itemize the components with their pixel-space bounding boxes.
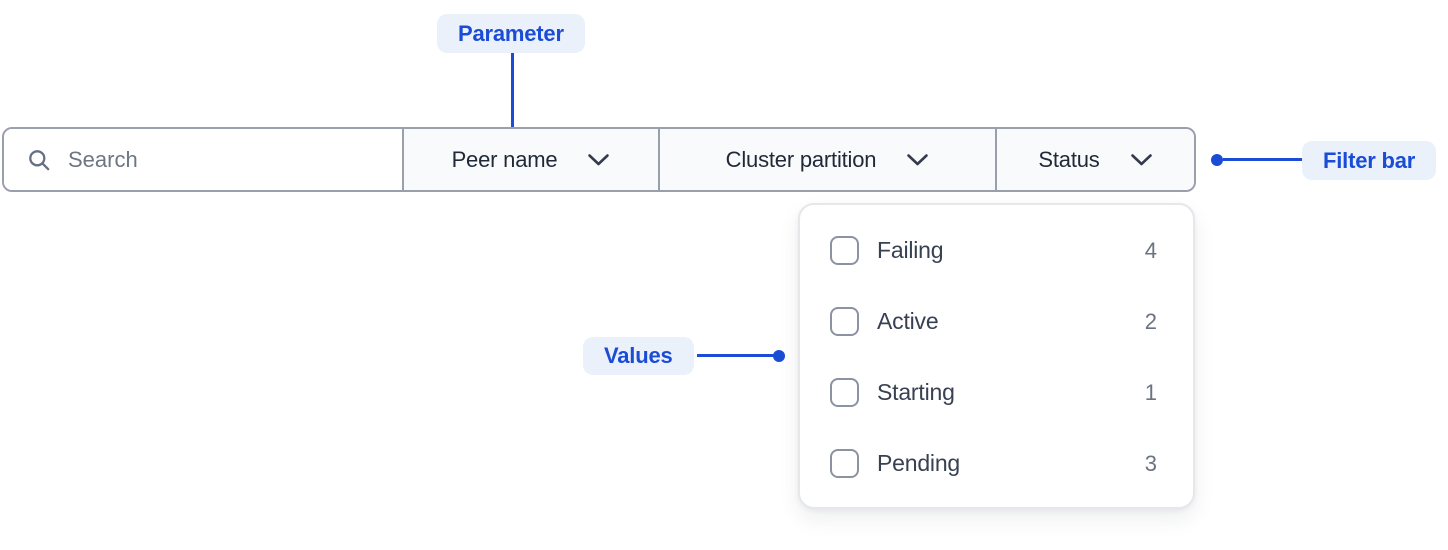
option-count: 3 xyxy=(1144,450,1157,476)
annotation-badge-parameter: Parameter xyxy=(437,14,585,53)
dropdown-label: Peer name xyxy=(451,146,558,172)
option-label: Starting xyxy=(877,379,955,405)
option-label: Failing xyxy=(877,237,944,263)
dropdown-label: Cluster partition xyxy=(725,146,877,172)
dropdown-option-failing[interactable]: Failing 4 xyxy=(800,215,1193,286)
option-label: Pending xyxy=(877,450,961,476)
option-count: 1 xyxy=(1144,379,1157,405)
annotation-label: Filter bar xyxy=(1323,147,1416,173)
dropdown-option-pending[interactable]: Pending 3 xyxy=(800,428,1193,499)
chevron-down-icon xyxy=(1130,153,1153,167)
dropdown-label: Status xyxy=(1038,146,1100,172)
connector-dot xyxy=(1211,154,1223,166)
checkbox-unchecked[interactable] xyxy=(830,307,859,336)
option-label: Active xyxy=(877,308,939,334)
checkbox-unchecked[interactable] xyxy=(830,378,859,407)
dropdown-button-cluster-partition[interactable]: Cluster partition xyxy=(658,129,995,190)
checkbox-unchecked[interactable] xyxy=(830,449,859,478)
annotation-badge-filter-bar: Filter bar xyxy=(1302,141,1437,180)
connector-line xyxy=(697,354,774,357)
annotation-label: Values xyxy=(604,343,673,368)
option-count: 4 xyxy=(1144,237,1157,263)
annotation-label: Parameter xyxy=(458,20,564,46)
search-icon xyxy=(29,149,50,170)
filter-bar: Peer name Cluster partition Status xyxy=(2,127,1196,192)
dropdown-option-starting[interactable]: Starting 1 xyxy=(800,357,1193,428)
connector-line xyxy=(1223,158,1302,161)
annotation-badge-values: Values xyxy=(583,337,694,375)
dropdown-button-peer-name[interactable]: Peer name xyxy=(402,129,658,190)
search-field[interactable] xyxy=(4,129,402,190)
chevron-down-icon xyxy=(587,153,610,167)
status-dropdown-panel: Failing 4 Active 2 Starting 1 Pending 3 xyxy=(798,203,1195,509)
checkbox-unchecked[interactable] xyxy=(830,236,859,265)
chevron-down-icon xyxy=(906,153,929,167)
connector-dot xyxy=(773,350,785,362)
dropdown-option-active[interactable]: Active 2 xyxy=(800,286,1193,357)
dropdown-button-status[interactable]: Status xyxy=(995,129,1194,190)
search-input[interactable] xyxy=(68,146,368,173)
option-count: 2 xyxy=(1144,308,1157,334)
connector-line xyxy=(511,53,514,138)
